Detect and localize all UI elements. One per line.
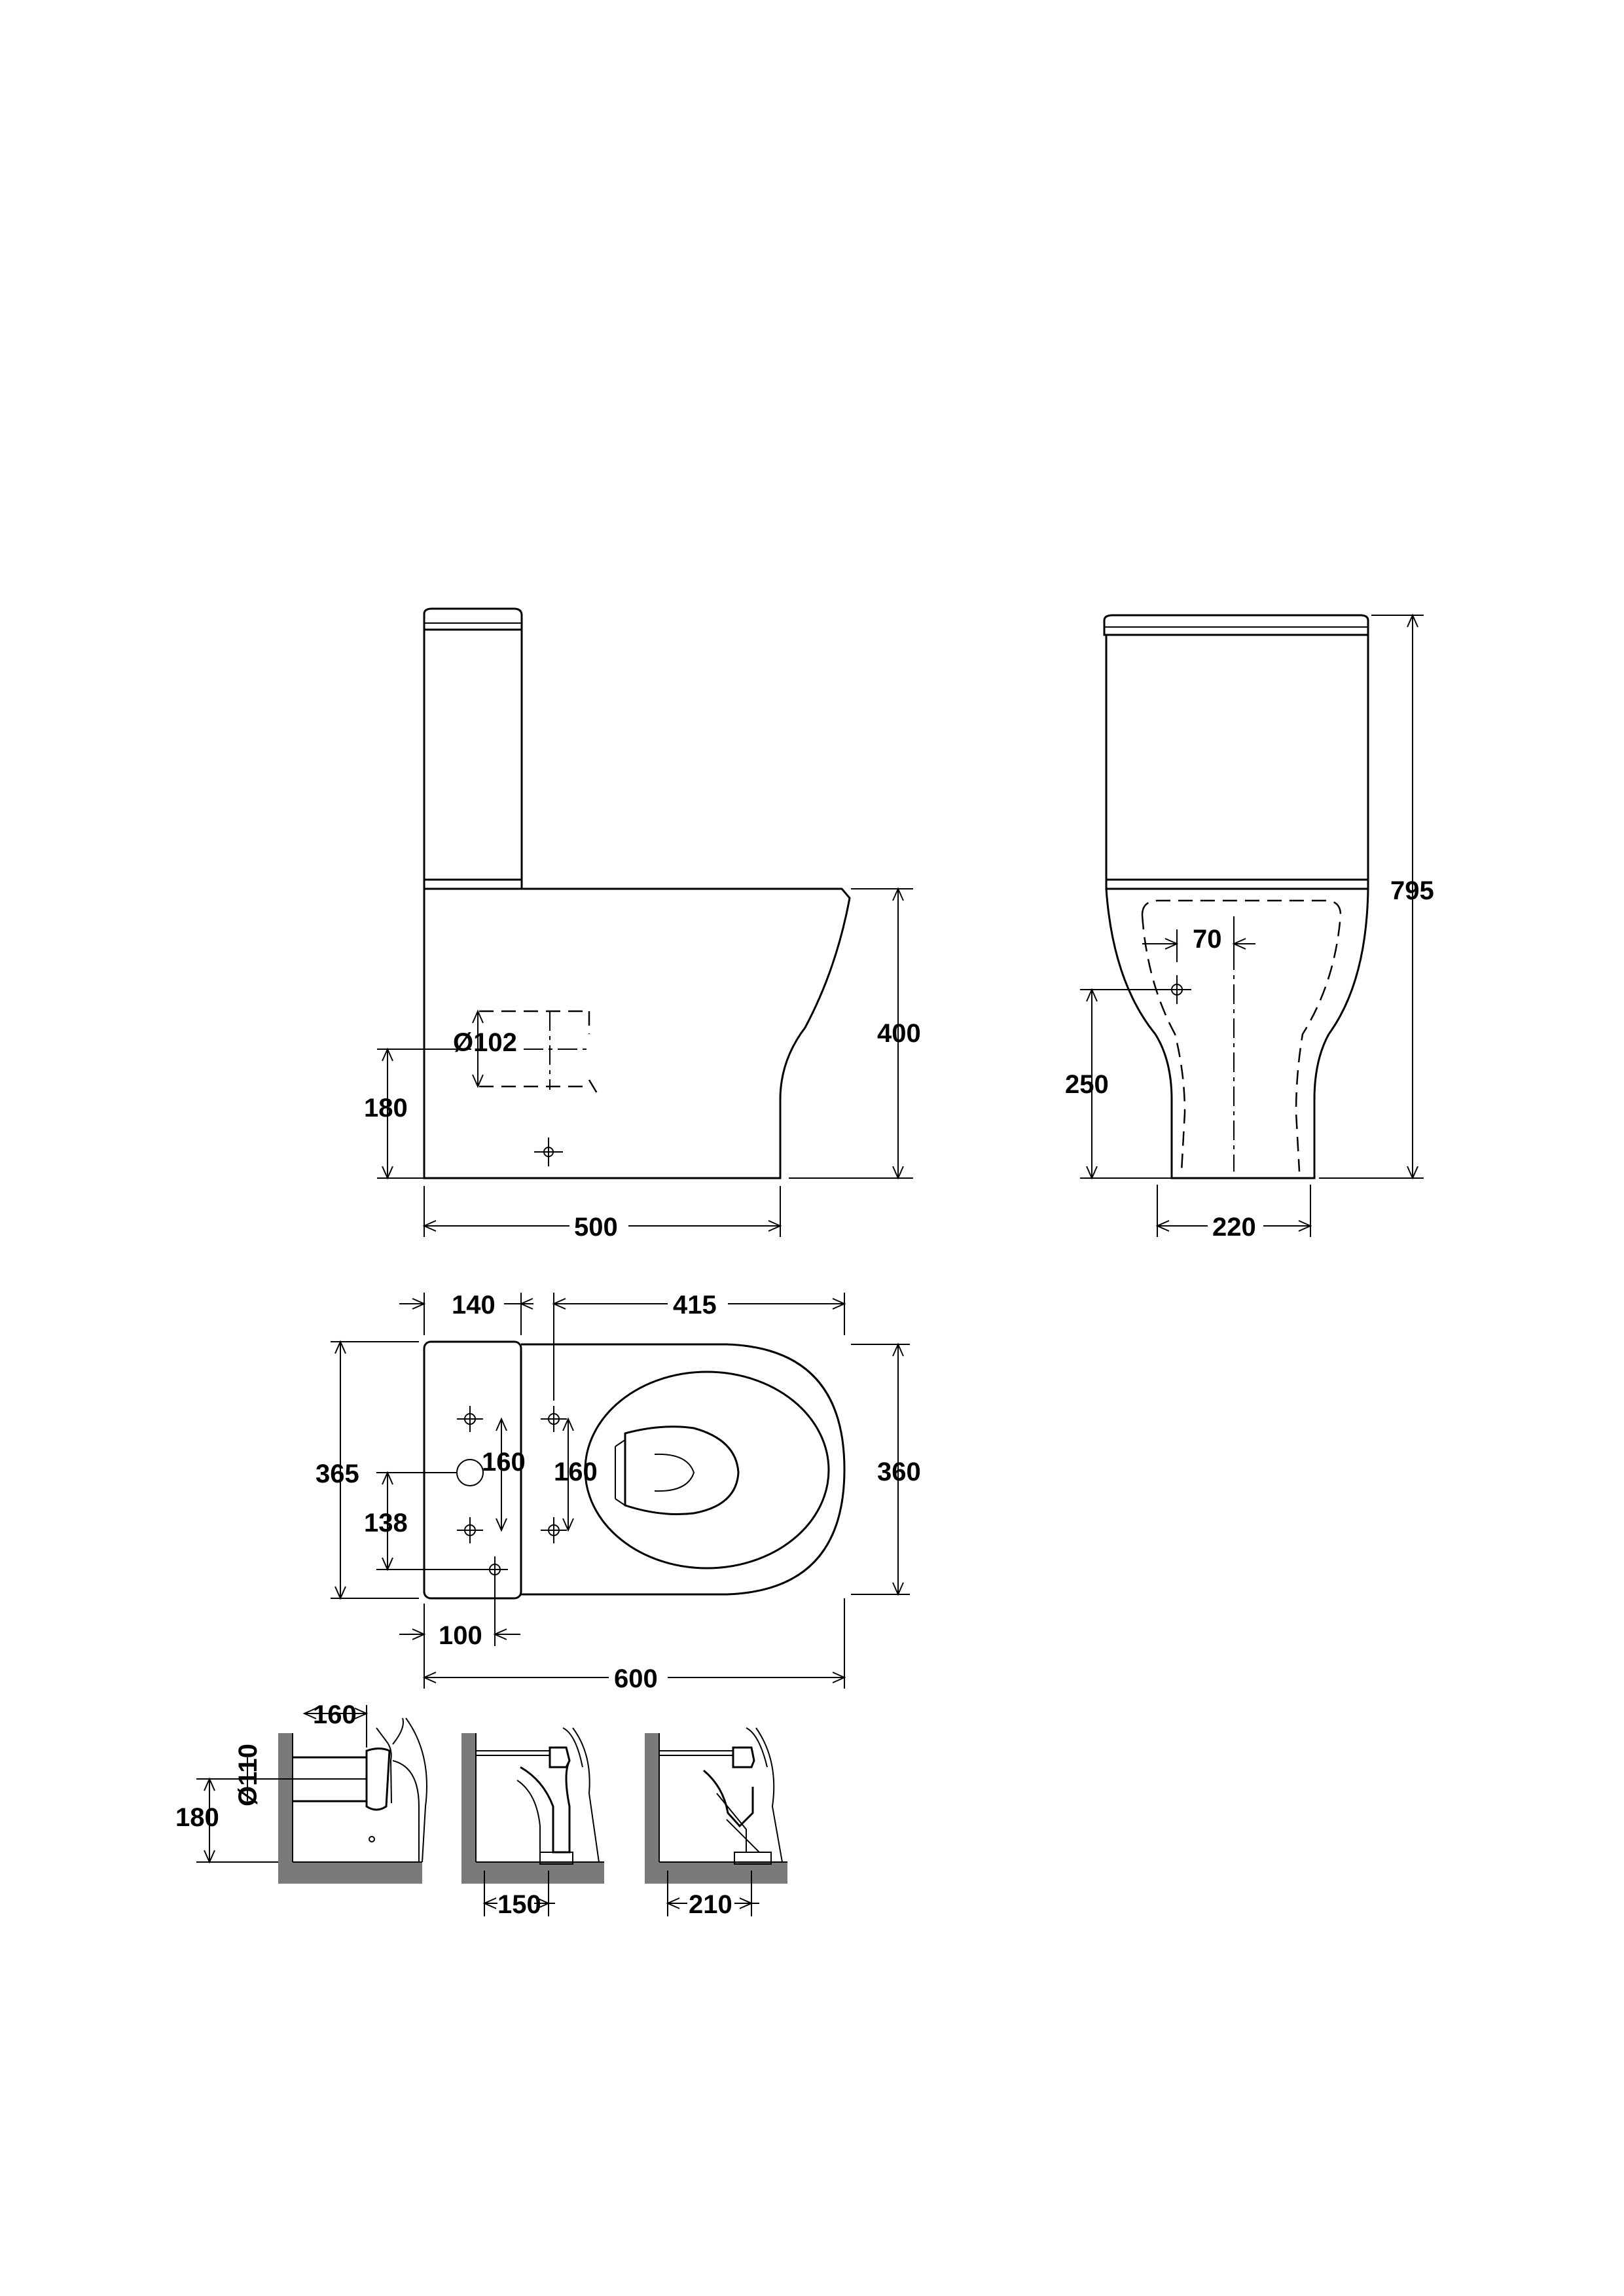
dim-label-install-180: 180 [175,1803,219,1832]
front-inlet-point [1163,975,1191,1004]
dim-label-415: 415 [673,1291,717,1319]
dim-160-left: 160 [482,1417,526,1532]
dim-140: 140 [399,1291,533,1335]
dim-label-160-right: 160 [554,1458,598,1486]
dim-795: 795 [1319,613,1434,1180]
installation-wall-outlet: 160 Ø110 180 [175,1700,427,1884]
dim-label-360: 360 [877,1458,921,1486]
plan-cistern [423,1340,522,1600]
dim-label-diameter-102: Ø102 [453,1028,517,1057]
side-pan-body [423,888,851,1179]
dim-label-diameter-110: Ø110 [234,1744,262,1806]
front-cistern-lid [1103,614,1369,636]
dim-500: 500 [422,1186,782,1242]
dim-70: 70 [1142,925,1255,962]
side-waste-outlet-hidden [479,1010,598,1094]
dim-label-138: 138 [364,1509,408,1537]
dim-label-180: 180 [364,1094,408,1122]
dim-label-220: 220 [1212,1213,1256,1242]
dim-label-600: 600 [614,1664,658,1693]
front-cistern-body [1105,634,1369,890]
dim-180: 180 [364,1047,471,1180]
dim-415: 415 [552,1291,846,1401]
dim-label-500: 500 [574,1213,618,1242]
dim-diameter-102: Ø102 [453,1009,517,1088]
plan-seat [584,1371,830,1570]
installation-floor-outlet-210: 210 [645,1727,787,1919]
side-fixing-point [534,1138,563,1166]
dim-label-795: 795 [1390,876,1434,905]
dim-365: 365 [316,1340,419,1600]
dim-600: 600 [422,1598,846,1693]
dim-label-floor-210: 210 [689,1890,732,1919]
side-cistern-lid [423,607,523,631]
plan-view: 140 415 365 360 [316,1291,921,1693]
front-trapway-hidden [1141,899,1342,1172]
plan-fixing-hole-2 [457,1517,483,1543]
dim-label-floor-150: 150 [497,1890,541,1919]
dim-label-365: 365 [316,1460,359,1488]
plan-inlet-hole [456,1459,484,1486]
plan-fixing-hole-4 [541,1517,567,1543]
side-cistern-body [423,630,523,889]
dim-label-wall-160: 160 [313,1700,357,1729]
dim-160-right: 160 [554,1417,598,1532]
dim-label-100: 100 [439,1621,482,1650]
plan-fixing-hole-1 [457,1406,483,1432]
dim-220: 220 [1155,1185,1312,1242]
dim-label-250: 250 [1065,1070,1109,1099]
dim-360: 360 [851,1342,921,1596]
plan-pan-outline [521,1343,846,1596]
dim-label-160-left: 160 [482,1448,526,1477]
dim-100: 100 [399,1583,520,1650]
plan-bowl-opening [624,1426,740,1515]
front-pan-body [1105,888,1369,1179]
dim-label-400: 400 [877,1019,921,1048]
dim-label-140: 140 [452,1291,496,1319]
plan-supply-point [482,1556,508,1583]
front-elevation-view: 70 250 795 220 [1065,613,1434,1242]
dim-250: 250 [1065,988,1172,1180]
plan-fixing-hole-3 [541,1406,567,1432]
dim-label-70: 70 [1193,925,1222,954]
installation-floor-outlet-150: 150 [461,1727,604,1919]
side-elevation-view: 400 180 Ø102 500 [364,607,921,1242]
dim-138: 138 [364,1471,482,1571]
dim-400: 400 [789,887,921,1180]
